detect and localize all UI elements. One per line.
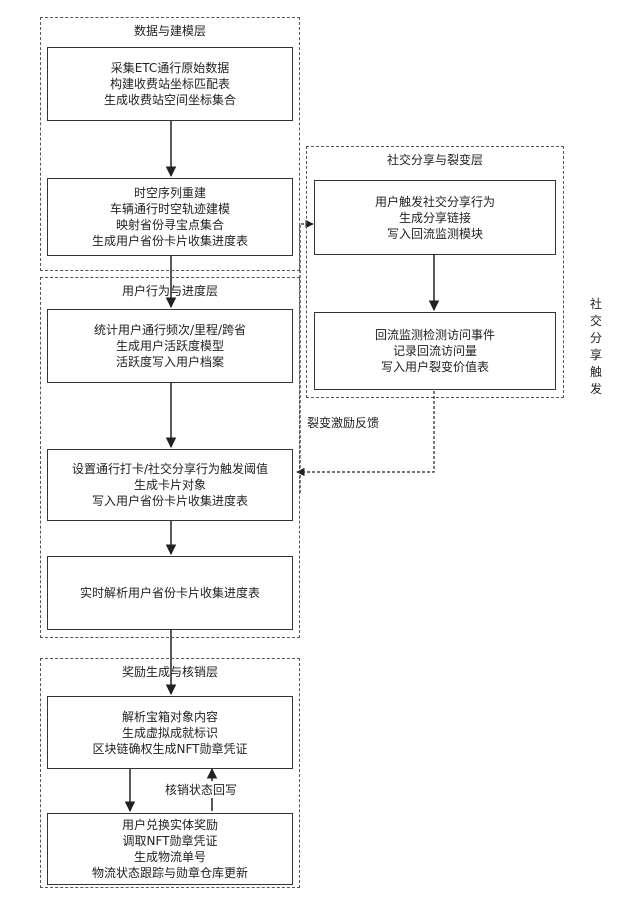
threshold-box: 设置通行打卡/社交分享行为触发阈值 生成卡片对象 写入用户省份卡片收集进度表 — [47, 449, 293, 521]
layer-title: 社交分享与裂变层 — [307, 151, 563, 168]
backflow-box: 回流监测检测访问事件 记录回流访问量 写入用户裂变价值表 — [314, 312, 556, 390]
realtime-box: 实时解析用户省份卡片收集进度表 — [47, 556, 293, 630]
timeseries-box: 时空序列重建 车辆通行时空轨迹建模 映射省份寻宝点集合 生成用户省份卡片收集进度… — [47, 178, 293, 256]
box-line: 映射省份寻宝点集合 — [116, 217, 224, 233]
box-line: 生成分享链接 — [399, 210, 471, 226]
vertical-char: 发 — [590, 381, 602, 398]
stats-box: 统计用户通行频次/里程/跨省 生成用户活跃度模型 活跃度写入用户档案 — [47, 309, 293, 383]
vertical-char: 交 — [590, 313, 602, 330]
share-trigger-box: 用户触发社交分享行为 生成分享链接 写入回流监测模块 — [314, 180, 556, 255]
box-line: 回流监测检测访问事件 — [375, 327, 495, 343]
vertical-char: 触 — [590, 364, 602, 381]
box-line: 写入用户裂变价值表 — [381, 359, 489, 375]
box-line: 生成用户活跃度模型 — [116, 338, 224, 354]
box-line: 生成卡片对象 — [134, 477, 206, 493]
layer-title: 用户行为与进度层 — [41, 282, 299, 299]
arrow-fission-feedback — [297, 391, 434, 472]
layer-title: 奖励生成与核销层 — [41, 663, 299, 680]
box-line: 记录回流访问量 — [393, 343, 477, 359]
box-line: 生成用户省份卡片收集进度表 — [92, 233, 248, 249]
box-line: 区块链确权生成NFT勋章凭证 — [93, 741, 248, 757]
box-line: 生成物流单号 — [134, 849, 206, 865]
collect-box: 采集ETC通行原始数据 构建收费站坐标匹配表 生成收费站空间坐标集合 — [47, 47, 293, 121]
social-trigger-vertical-label: 社 交 分 享 触 发 — [590, 296, 602, 398]
box-line: 写入回流监测模块 — [387, 226, 483, 242]
box-line: 生成虚拟成就标识 — [122, 725, 218, 741]
vertical-char: 社 — [590, 296, 602, 313]
box-line: 调取NFT勋章凭证 — [123, 833, 218, 849]
box-line: 时空序列重建 — [134, 185, 206, 201]
box-line: 写入用户省份卡片收集进度表 — [92, 493, 248, 509]
writeback-label: 核销状态回写 — [163, 781, 239, 798]
box-line: 车辆通行时空轨迹建模 — [110, 201, 230, 217]
box-line: 活跃度写入用户档案 — [116, 354, 224, 370]
box-line: 统计用户通行频次/里程/跨省 — [94, 322, 246, 338]
vertical-char: 分 — [590, 330, 602, 347]
fission-feedback-label: 裂变激励反馈 — [307, 414, 379, 431]
redeem-box: 用户兑换实体奖励 调取NFT勋章凭证 生成物流单号 物流状态跟踪与勋章仓库更新 — [47, 813, 293, 885]
vertical-char: 享 — [590, 347, 602, 364]
box-line: 设置通行打卡/社交分享行为触发阈值 — [72, 461, 268, 477]
box-line: 采集ETC通行原始数据 — [111, 60, 230, 76]
box-line: 用户兑换实体奖励 — [122, 817, 218, 833]
box-line: 解析宝箱对象内容 — [122, 709, 218, 725]
box-line: 构建收费站坐标匹配表 — [110, 76, 230, 92]
layer-title: 数据与建模层 — [41, 22, 299, 39]
box-line: 实时解析用户省份卡片收集进度表 — [80, 585, 260, 601]
box-line: 生成收费站空间坐标集合 — [104, 92, 236, 108]
treasure-box: 解析宝箱对象内容 生成虚拟成就标识 区块链确权生成NFT勋章凭证 — [47, 696, 293, 769]
box-line: 物流状态跟踪与勋章仓库更新 — [92, 865, 248, 881]
box-line: 用户触发社交分享行为 — [375, 194, 495, 210]
